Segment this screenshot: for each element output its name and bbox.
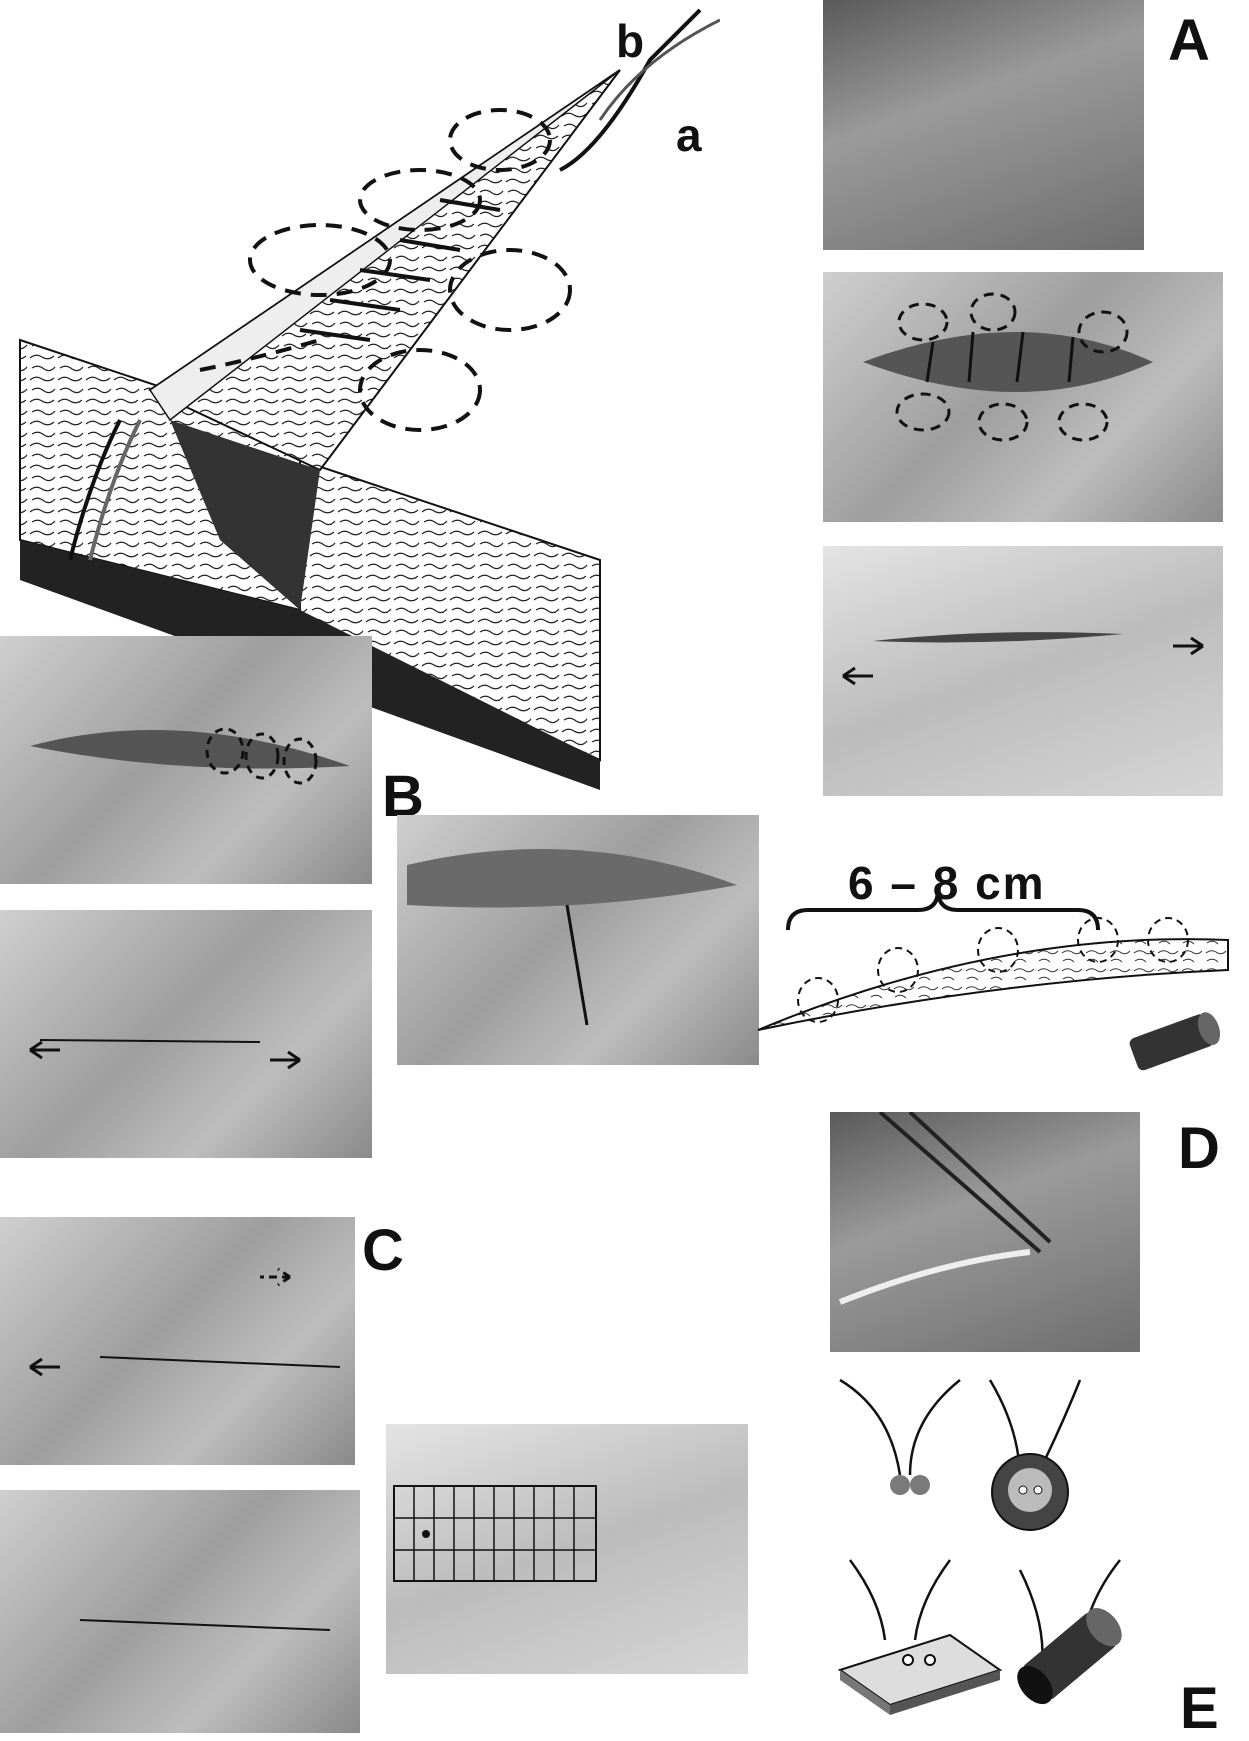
label-D: D — [1178, 1116, 1220, 1181]
photo-a-bottom — [823, 546, 1223, 796]
photo-c-top — [0, 910, 372, 1158]
label-a: a — [676, 109, 702, 161]
bolster-diagrams-e — [820, 1370, 1240, 1733]
label-C: C — [362, 1218, 404, 1283]
photo-c-middle — [0, 1217, 355, 1465]
photo-a-middle — [823, 272, 1223, 522]
photo-c-bottom — [0, 1490, 360, 1733]
suture-diagram-d: 6 – 8 cm — [748, 840, 1248, 1080]
label-b: b — [616, 15, 645, 67]
label-A: A — [1168, 8, 1210, 73]
photo-b-center — [397, 815, 759, 1065]
label-E: E — [1180, 1676, 1219, 1741]
photo-b-left — [0, 636, 372, 884]
photo-grid-marking — [386, 1424, 748, 1674]
measurement-label: 6 – 8 cm — [848, 857, 1046, 909]
photo-d-needle — [830, 1112, 1140, 1352]
photo-a-top — [823, 0, 1144, 250]
